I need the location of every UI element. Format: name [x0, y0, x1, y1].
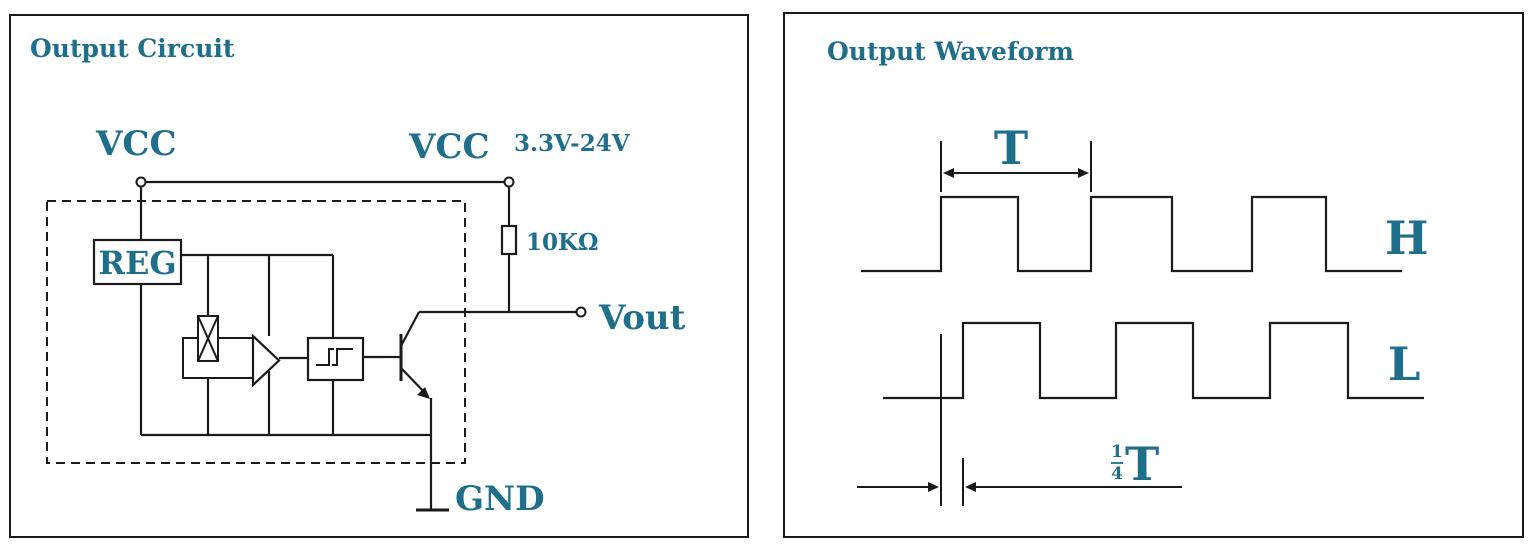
schmitt-trigger-block — [306, 336, 365, 382]
panel-title: Output Waveform — [827, 37, 1074, 66]
vcc-left-label: VCC — [95, 124, 177, 164]
circuit-diagram: Output Circuit VCC VCC 3.3V-24V REG — [30, 34, 686, 519]
arrow-right-icon — [928, 482, 939, 492]
level-high-label: H — [1385, 211, 1428, 265]
vcc-right-label: VCC — [408, 127, 490, 167]
sensor-enclosure — [46, 200, 466, 464]
quarter-numerator: 1 — [1111, 442, 1123, 462]
waveform-diagram: Output Waveform T H L 1 4 T — [827, 37, 1428, 506]
hysteresis-icon — [316, 348, 334, 366]
output-circuit-panel: Output Circuit VCC VCC 3.3V-24V REG — [9, 14, 749, 538]
transistor-collector — [400, 311, 420, 347]
period-label: T — [994, 121, 1028, 175]
arrow-left-icon — [943, 168, 954, 178]
vcc-right-terminal — [503, 176, 515, 188]
gnd-label: GND — [455, 479, 545, 519]
regulator-block — [92, 238, 183, 286]
resistor-label: 10KΩ — [526, 229, 598, 256]
resistor-icon — [500, 224, 518, 256]
quarter-denominator: 4 — [1111, 464, 1123, 484]
vout-label: Vout — [598, 298, 686, 338]
emitter-arrow-icon — [417, 387, 430, 399]
output-waveform-panel: Output Waveform T H L 1 4 T — [783, 12, 1524, 538]
vout-terminal — [575, 306, 587, 318]
amplifier-icon — [251, 333, 281, 388]
arrow-right-icon — [1078, 168, 1089, 178]
arrow-left-icon — [965, 482, 976, 492]
regulator-label: REG — [98, 244, 176, 282]
quarter-period-label: T — [1125, 437, 1159, 491]
waveform-high — [861, 195, 1402, 273]
panel-title: Output Circuit — [30, 34, 235, 63]
vcc-left-terminal — [135, 176, 147, 188]
level-low-label: L — [1388, 337, 1420, 391]
waveform-low — [883, 321, 1424, 400]
voltage-range-label: 3.3V-24V — [514, 130, 631, 157]
